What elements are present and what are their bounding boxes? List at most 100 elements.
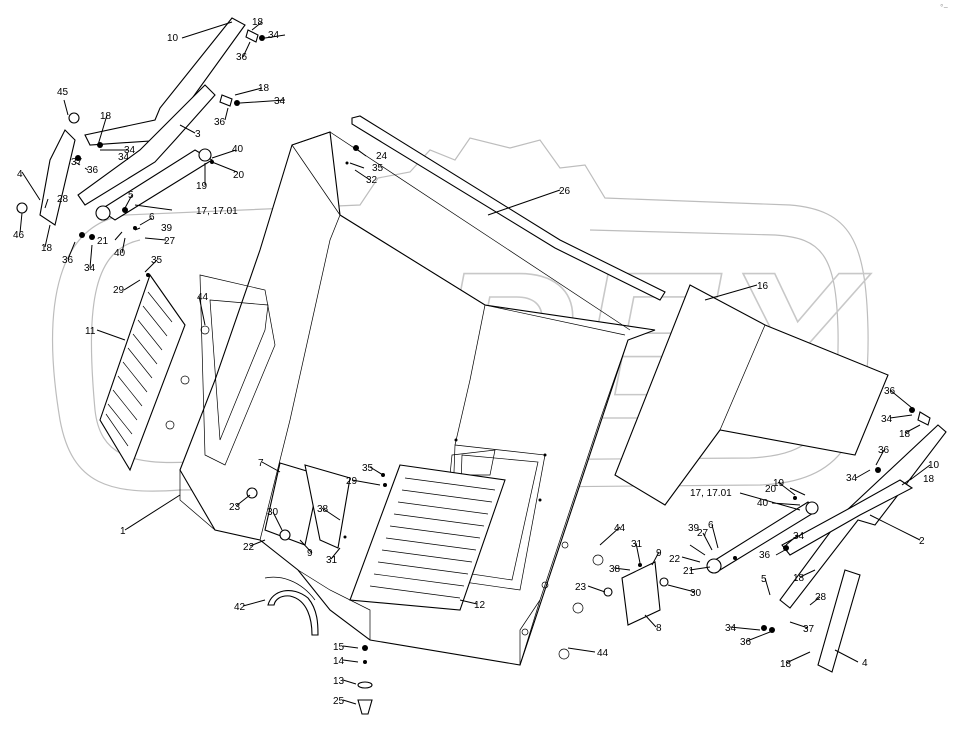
callout-29: 29 bbox=[346, 476, 358, 487]
callout-11: 11 bbox=[85, 326, 96, 337]
callout-5: 5 bbox=[761, 574, 767, 585]
callout-37: 37 bbox=[803, 624, 815, 635]
callout-34: 34 bbox=[118, 152, 130, 163]
callout-23: 23 bbox=[229, 502, 241, 513]
callout-39: 39 bbox=[688, 523, 700, 534]
callout-28: 28 bbox=[57, 194, 69, 205]
callout-10-right: 10 bbox=[928, 460, 940, 471]
callout-35: 35 bbox=[372, 163, 384, 174]
corner-mark: °− bbox=[940, 3, 948, 12]
callout-18: 18 bbox=[252, 17, 264, 28]
callout-9: 9 bbox=[656, 548, 662, 559]
callout-24: 24 bbox=[376, 151, 388, 162]
callout-6: 6 bbox=[149, 212, 155, 223]
callout-14: 14 bbox=[333, 656, 345, 667]
left-grille-slats bbox=[105, 291, 173, 447]
callout-18: 18 bbox=[100, 111, 112, 122]
callout-36: 36 bbox=[236, 52, 248, 63]
callout-17-17.01: 17, 17.01 bbox=[690, 488, 732, 499]
callout-7: 7 bbox=[258, 458, 264, 469]
callout-22: 22 bbox=[243, 542, 255, 553]
callout-27: 27 bbox=[164, 236, 176, 247]
callout-36: 36 bbox=[759, 550, 771, 561]
callout-30: 30 bbox=[267, 507, 279, 518]
callout-36: 36 bbox=[884, 386, 896, 397]
callout-35: 35 bbox=[151, 255, 163, 266]
callout-34: 34 bbox=[274, 96, 286, 107]
callout-36: 36 bbox=[740, 637, 752, 648]
callout-34: 34 bbox=[268, 30, 280, 41]
callout-16: 16 bbox=[757, 281, 769, 292]
callout-29: 29 bbox=[113, 285, 125, 296]
right-arm-assembly bbox=[706, 407, 947, 673]
callout-36: 36 bbox=[878, 445, 890, 456]
rear-vent-grille bbox=[349, 464, 506, 611]
leader-lines bbox=[19, 21, 931, 705]
callout-22: 22 bbox=[669, 554, 681, 565]
callout-39: 39 bbox=[161, 223, 173, 234]
callout-8: 8 bbox=[656, 623, 662, 634]
watermark-gear-outline bbox=[51, 137, 869, 492]
callout-19: 19 bbox=[773, 478, 785, 489]
callout-45: 45 bbox=[57, 87, 69, 98]
callout-19: 19 bbox=[196, 181, 208, 192]
callout-17-17.01: 17, 17.01 bbox=[196, 206, 238, 217]
cover-plate-right bbox=[621, 561, 661, 626]
side-panel bbox=[614, 284, 889, 506]
top-seal-strip bbox=[291, 115, 666, 336]
callout-18: 18 bbox=[258, 83, 270, 94]
center-hardware bbox=[146, 145, 669, 715]
callout-38: 38 bbox=[317, 504, 329, 515]
callout-34: 34 bbox=[84, 263, 96, 274]
callout-36: 36 bbox=[62, 255, 74, 266]
callout-5: 5 bbox=[128, 190, 134, 201]
left-vent-grille bbox=[99, 273, 186, 472]
callout-31: 31 bbox=[631, 539, 643, 550]
callout-34: 34 bbox=[846, 473, 858, 484]
callout-4: 4 bbox=[17, 169, 23, 180]
callout-9: 9 bbox=[307, 548, 313, 559]
callout-3: 3 bbox=[195, 129, 201, 140]
callout-34: 34 bbox=[881, 414, 893, 425]
callout-40: 40 bbox=[757, 498, 769, 509]
callout-18: 18 bbox=[780, 659, 792, 670]
callout-13: 13 bbox=[333, 676, 345, 687]
callout-6: 6 bbox=[708, 520, 714, 531]
callout-2: 2 bbox=[919, 536, 925, 547]
arch-trim bbox=[267, 589, 319, 636]
callout-40: 40 bbox=[232, 144, 244, 155]
callout-28: 28 bbox=[815, 592, 827, 603]
callout-34: 34 bbox=[725, 623, 737, 634]
callout-44: 44 bbox=[197, 292, 209, 303]
callout-18: 18 bbox=[923, 474, 935, 485]
cover-plate-left bbox=[264, 462, 351, 549]
callout-44: 44 bbox=[597, 648, 609, 659]
callout-32: 32 bbox=[366, 175, 378, 186]
callout-18: 18 bbox=[793, 573, 805, 584]
callout-40: 40 bbox=[114, 248, 126, 259]
callout-21: 21 bbox=[97, 236, 109, 247]
rear-grille-slats bbox=[369, 477, 496, 599]
callout-labels: 10 18 34 36 18 34 36 45 18 3 40 34 37 36… bbox=[13, 17, 940, 707]
callout-23: 23 bbox=[575, 582, 587, 593]
callout-34: 34 bbox=[793, 531, 805, 542]
callout-36: 36 bbox=[214, 117, 226, 128]
callout-20: 20 bbox=[765, 484, 777, 495]
callout-42: 42 bbox=[234, 602, 246, 613]
callout-10-left: 10 bbox=[167, 33, 179, 44]
callout-1: 1 bbox=[120, 526, 126, 537]
callout-46: 46 bbox=[13, 230, 25, 241]
callout-21: 21 bbox=[683, 566, 695, 577]
callout-26: 26 bbox=[559, 186, 571, 197]
callout-15: 15 bbox=[333, 642, 345, 653]
callout-31: 31 bbox=[326, 555, 338, 566]
callout-35: 35 bbox=[362, 463, 374, 474]
callout-38: 38 bbox=[609, 564, 621, 575]
callout-27: 27 bbox=[697, 528, 709, 539]
callout-34: 34 bbox=[124, 145, 136, 156]
callout-30: 30 bbox=[690, 588, 702, 599]
callout-37: 37 bbox=[71, 157, 83, 168]
callout-20: 20 bbox=[233, 170, 245, 181]
